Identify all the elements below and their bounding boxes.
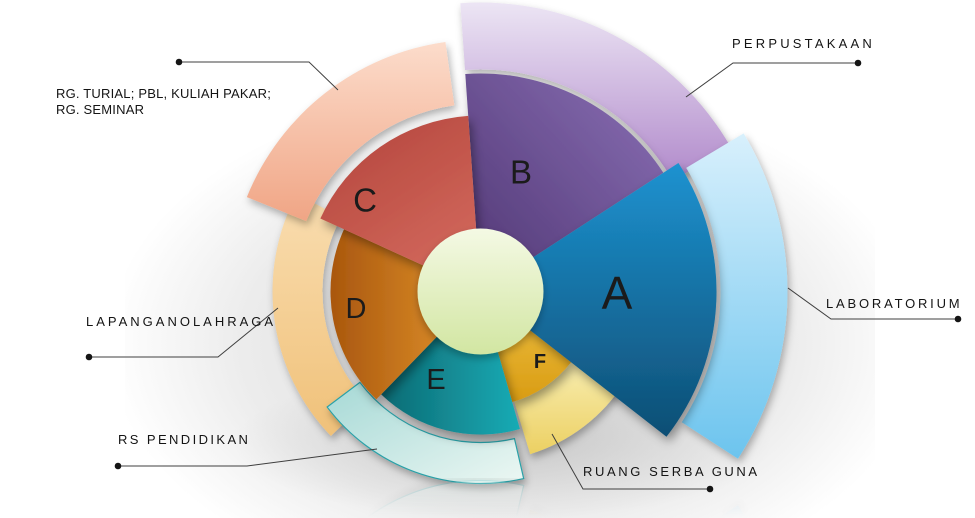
- segment-c-letter: C: [353, 182, 377, 219]
- callout-line-c: [179, 61, 339, 91]
- callout-label-lapangan-olahraga: LAPANGANOLAHRAGA: [86, 314, 277, 329]
- callout-label-ruang-serba-guna: RUANG SERBA GUNA: [583, 464, 760, 479]
- segment-f-letter: F: [534, 351, 546, 373]
- segment-e-letter: E: [426, 364, 445, 396]
- callout-lines: [85, 58, 962, 493]
- callout-dot-d: [85, 353, 93, 361]
- callout-label-seminar-rooms: RG. TURIAL; PBL, KULIAH PAKAR; RG. SEMIN…: [56, 86, 272, 117]
- segment-b-outer-ring: [460, 2, 731, 181]
- wheel-reflection: [247, 480, 788, 518]
- wheel-group: A B C D E F: [246, 2, 788, 485]
- callout-line-d: [89, 307, 279, 358]
- callout-dot-b: [854, 59, 862, 67]
- segment-a-wedge: [480, 162, 717, 437]
- callout-label-rs-pendidikan: RS PENDIDIKAN: [118, 432, 251, 447]
- callout-dot-a: [954, 315, 962, 323]
- callout-dot-e: [114, 462, 122, 470]
- segment-d-outer-ring: [272, 193, 367, 436]
- segment-a-outer-ring: [681, 133, 788, 459]
- segment-a-letter: A: [602, 267, 633, 319]
- callout-line-b: [685, 62, 858, 98]
- callout-dot-f: [706, 485, 714, 493]
- center-hub-circle: [417, 228, 544, 355]
- callout-line-e: [118, 448, 378, 467]
- segment-b-wedge: [465, 73, 664, 292]
- segment-d-wedge: [330, 229, 481, 400]
- callout-dot-c: [175, 58, 183, 66]
- callout-line-a: [787, 287, 958, 320]
- segment-b-letter: B: [510, 154, 532, 191]
- callout-label-perpustakaan: PERPUSTAKAAN: [732, 36, 875, 51]
- callout-line-f: [551, 433, 710, 490]
- segment-c-outer-ring: [246, 41, 455, 222]
- callout-label-laboratorium: LABORATORIUM: [826, 296, 963, 311]
- segment-d-letter: D: [346, 293, 367, 325]
